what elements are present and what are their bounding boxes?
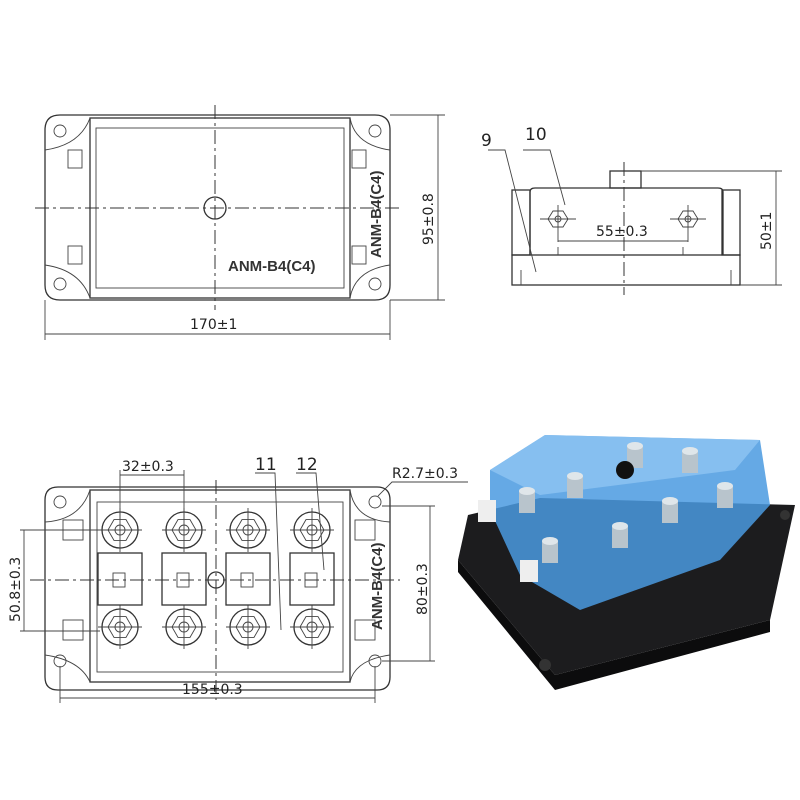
width-dimension: 170±1 <box>190 317 237 333</box>
callout-12: 12 <box>296 455 318 475</box>
product-photo <box>458 435 795 690</box>
horizontal-hole-spacing-dimension: 155±0.3 <box>182 682 243 698</box>
terminal-pitch-dimension: 32±0.3 <box>122 459 174 475</box>
model-label: ANM-B4(C4) <box>369 543 386 631</box>
mounting-hole-icon <box>53 124 382 291</box>
fuse-holder-icon <box>97 552 143 606</box>
mounting-hole-icon <box>53 495 382 668</box>
photo-stud-icon <box>682 447 698 473</box>
terminal-stud-icon <box>226 605 270 649</box>
model-label-side: ANM-B4(C4) <box>368 171 385 259</box>
terminal-stud-icon <box>98 605 142 649</box>
height-dimension: 50±1 <box>759 212 775 250</box>
fuse-holder-icon <box>289 552 335 606</box>
radius-dimension: R2.7±0.3 <box>392 466 458 482</box>
photo-stud-icon <box>717 482 733 508</box>
model-label: ANM-B4(C4) <box>228 258 316 275</box>
terminal-stud-icon <box>226 508 270 552</box>
photo-stud-icon <box>627 442 643 468</box>
terminal-stud-icon <box>162 605 206 649</box>
callout-10: 10 <box>525 125 547 145</box>
photo-stud-icon <box>612 522 628 548</box>
fuse-holder-icon <box>161 552 207 606</box>
vertical-hole-spacing-dimension: 80±0.3 <box>415 563 431 615</box>
height-dimension: 95±0.8 <box>421 193 437 245</box>
bottom-view: ANM-B4(C4) 32±0.3 11 12 R2.7±0.3 50.8±0.… <box>8 455 468 703</box>
fuse-holder-icon <box>225 552 271 606</box>
stud-nut-icon <box>540 205 706 242</box>
photo-terminal-studs <box>519 442 733 563</box>
top-view: ANM-B4(C4) ANM-B4(C4) 95±0.8 170±1 <box>35 105 445 340</box>
terminal-stud-icon <box>290 508 334 552</box>
callout-11: 11 <box>255 455 277 475</box>
terminal-studs <box>97 508 335 649</box>
row-spacing-dimension: 50.8±0.3 <box>8 557 24 622</box>
stud-spacing-dimension: 55±0.3 <box>596 224 648 240</box>
terminal-stud-icon <box>290 605 334 649</box>
photo-stud-icon <box>662 497 678 523</box>
photo-stud-icon <box>519 487 535 513</box>
photo-stud-icon <box>542 537 558 563</box>
callout-9: 9 <box>481 131 492 151</box>
side-view: 55±0.3 50±1 9 10 <box>481 125 782 295</box>
photo-stud-icon <box>567 472 583 498</box>
